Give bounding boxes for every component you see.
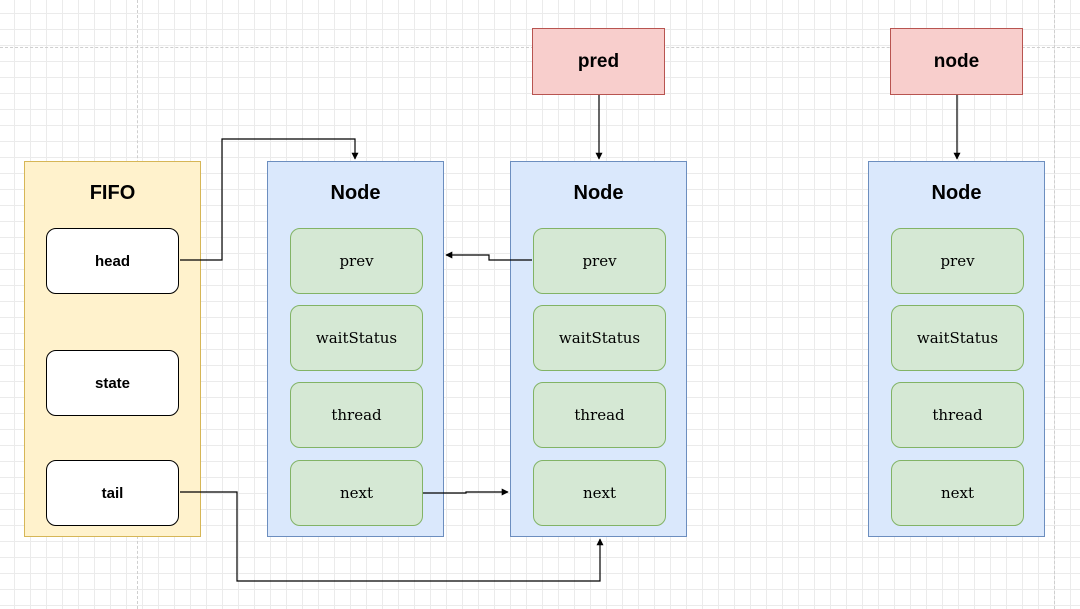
- fifo-field-head[interactable]: head: [46, 228, 179, 294]
- node-field-thread[interactable]: thread: [891, 382, 1024, 448]
- node-field-next[interactable]: next: [533, 460, 666, 526]
- node-field-next[interactable]: next: [891, 460, 1024, 526]
- node-title: Node: [573, 182, 624, 204]
- fifo-title: FIFO: [89, 182, 136, 204]
- node-field-thread[interactable]: thread: [290, 382, 423, 448]
- node-title: Node: [330, 182, 381, 204]
- node-field-waitstatus[interactable]: waitStatus: [533, 305, 666, 371]
- node-field-thread[interactable]: thread: [533, 382, 666, 448]
- fifo-field-state[interactable]: state: [46, 350, 179, 416]
- node-field-waitstatus[interactable]: waitStatus: [891, 305, 1024, 371]
- node-field-next[interactable]: next: [290, 460, 423, 526]
- node-field-prev[interactable]: prev: [290, 228, 423, 294]
- node-pointer-box[interactable]: node: [890, 28, 1023, 95]
- pred-pointer-box[interactable]: pred: [532, 28, 665, 95]
- node-field-prev[interactable]: prev: [533, 228, 666, 294]
- fifo-field-tail[interactable]: tail: [46, 460, 179, 526]
- node-panel-1[interactable]: Node prev waitStatus thread next: [267, 161, 444, 537]
- node-panel-2[interactable]: Node prev waitStatus thread next: [510, 161, 687, 537]
- node-field-waitstatus[interactable]: waitStatus: [290, 305, 423, 371]
- node-title: Node: [931, 182, 982, 204]
- guide-line: [1054, 0, 1055, 609]
- node-panel-3[interactable]: Node prev waitStatus thread next: [868, 161, 1045, 537]
- node-field-prev[interactable]: prev: [891, 228, 1024, 294]
- fifo-panel[interactable]: FIFO head state tail: [24, 161, 201, 537]
